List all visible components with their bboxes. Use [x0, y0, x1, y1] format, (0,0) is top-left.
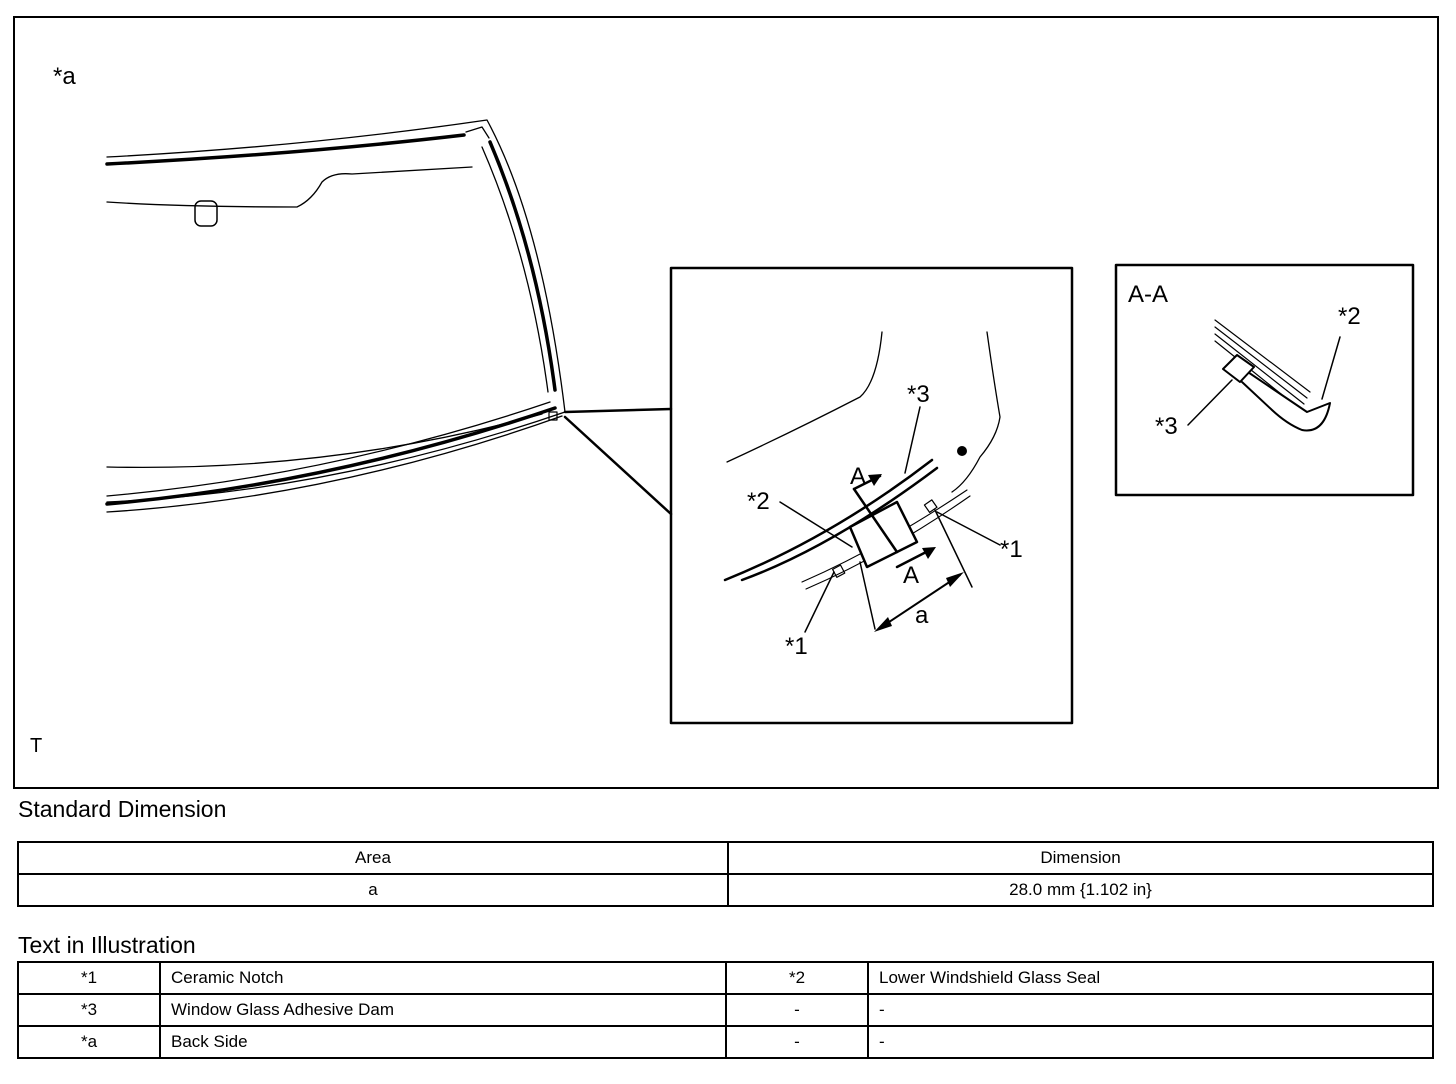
legend-code: -	[725, 993, 869, 1027]
legend-label: Ceramic Notch	[159, 961, 727, 995]
section-arrow-label-top: A	[850, 463, 866, 490]
callout-3-section: *3	[1155, 413, 1178, 440]
windshield-outline	[105, 119, 566, 513]
table-row: *1 Ceramic Notch *2 Lower Windshield Gla…	[17, 961, 1434, 995]
reference-dot	[957, 446, 967, 456]
standard-dimension-heading: Standard Dimension	[18, 796, 227, 822]
legend-label: Lower Windshield Glass Seal	[867, 961, 1434, 995]
zoom-leader-bottom	[563, 415, 673, 516]
table-row: a 28.0 mm {1.102 in}	[17, 873, 1434, 907]
legend-table: *1 Ceramic Notch *2 Lower Windshield Gla…	[17, 961, 1434, 1059]
table-row: *3 Window Glass Adhesive Dam - -	[17, 993, 1434, 1027]
legend-code: -	[725, 1025, 869, 1059]
dimension-cell: 28.0 mm {1.102 in}	[727, 873, 1434, 907]
section-seal	[1235, 363, 1331, 432]
section-label: A-A	[1128, 281, 1168, 308]
section-a-a-box	[1114, 263, 1415, 497]
rearview-mirror-mount	[194, 200, 218, 227]
ceramic-notch-lower	[831, 564, 846, 578]
area-header: Area	[17, 841, 729, 875]
windshield-diagram: *a T A-A *2 *3 *1 *1 A A a *2 *3	[30, 63, 1415, 757]
callout-1-lower: *1	[785, 633, 808, 660]
callout-2-detail: *2	[747, 488, 770, 515]
ceramic-notch-upper	[923, 499, 938, 513]
callout-1-upper: *1	[1000, 536, 1023, 563]
area-cell: a	[17, 873, 729, 907]
table-header-row: Area Dimension	[17, 841, 1434, 875]
legend-label: Back Side	[159, 1025, 727, 1059]
legend-label: -	[867, 993, 1434, 1027]
section-cut-box	[848, 500, 919, 569]
section-arrow-label-bottom: A	[903, 562, 919, 589]
legend-code: *a	[17, 1025, 161, 1059]
corner-code: T	[30, 735, 42, 757]
legend-code: *2	[725, 961, 869, 995]
callout-2-section: *2	[1338, 303, 1361, 330]
dimension-label-a: a	[915, 602, 929, 629]
legend-code: *1	[17, 961, 161, 995]
legend-code: *3	[17, 993, 161, 1027]
view-label: *a	[53, 63, 76, 90]
detail-box	[669, 266, 1074, 725]
callout-3-detail: *3	[907, 381, 930, 408]
zoom-leader-top	[563, 407, 673, 414]
standard-dimension-table: Area Dimension a 28.0 mm {1.102 in}	[17, 841, 1434, 907]
illustration-frame: *a T A-A *2 *3 *1 *1 A A a *2 *3	[13, 16, 1439, 789]
table-row: *a Back Side - -	[17, 1025, 1434, 1059]
legend-label: -	[867, 1025, 1434, 1059]
dimension-header: Dimension	[727, 841, 1434, 875]
text-in-illustration-heading: Text in Illustration	[18, 932, 196, 958]
legend-label: Window Glass Adhesive Dam	[159, 993, 727, 1027]
ceramic-notch-marker	[548, 411, 558, 421]
section-dam	[1222, 354, 1255, 383]
detail-glass-edge	[723, 331, 1001, 590]
